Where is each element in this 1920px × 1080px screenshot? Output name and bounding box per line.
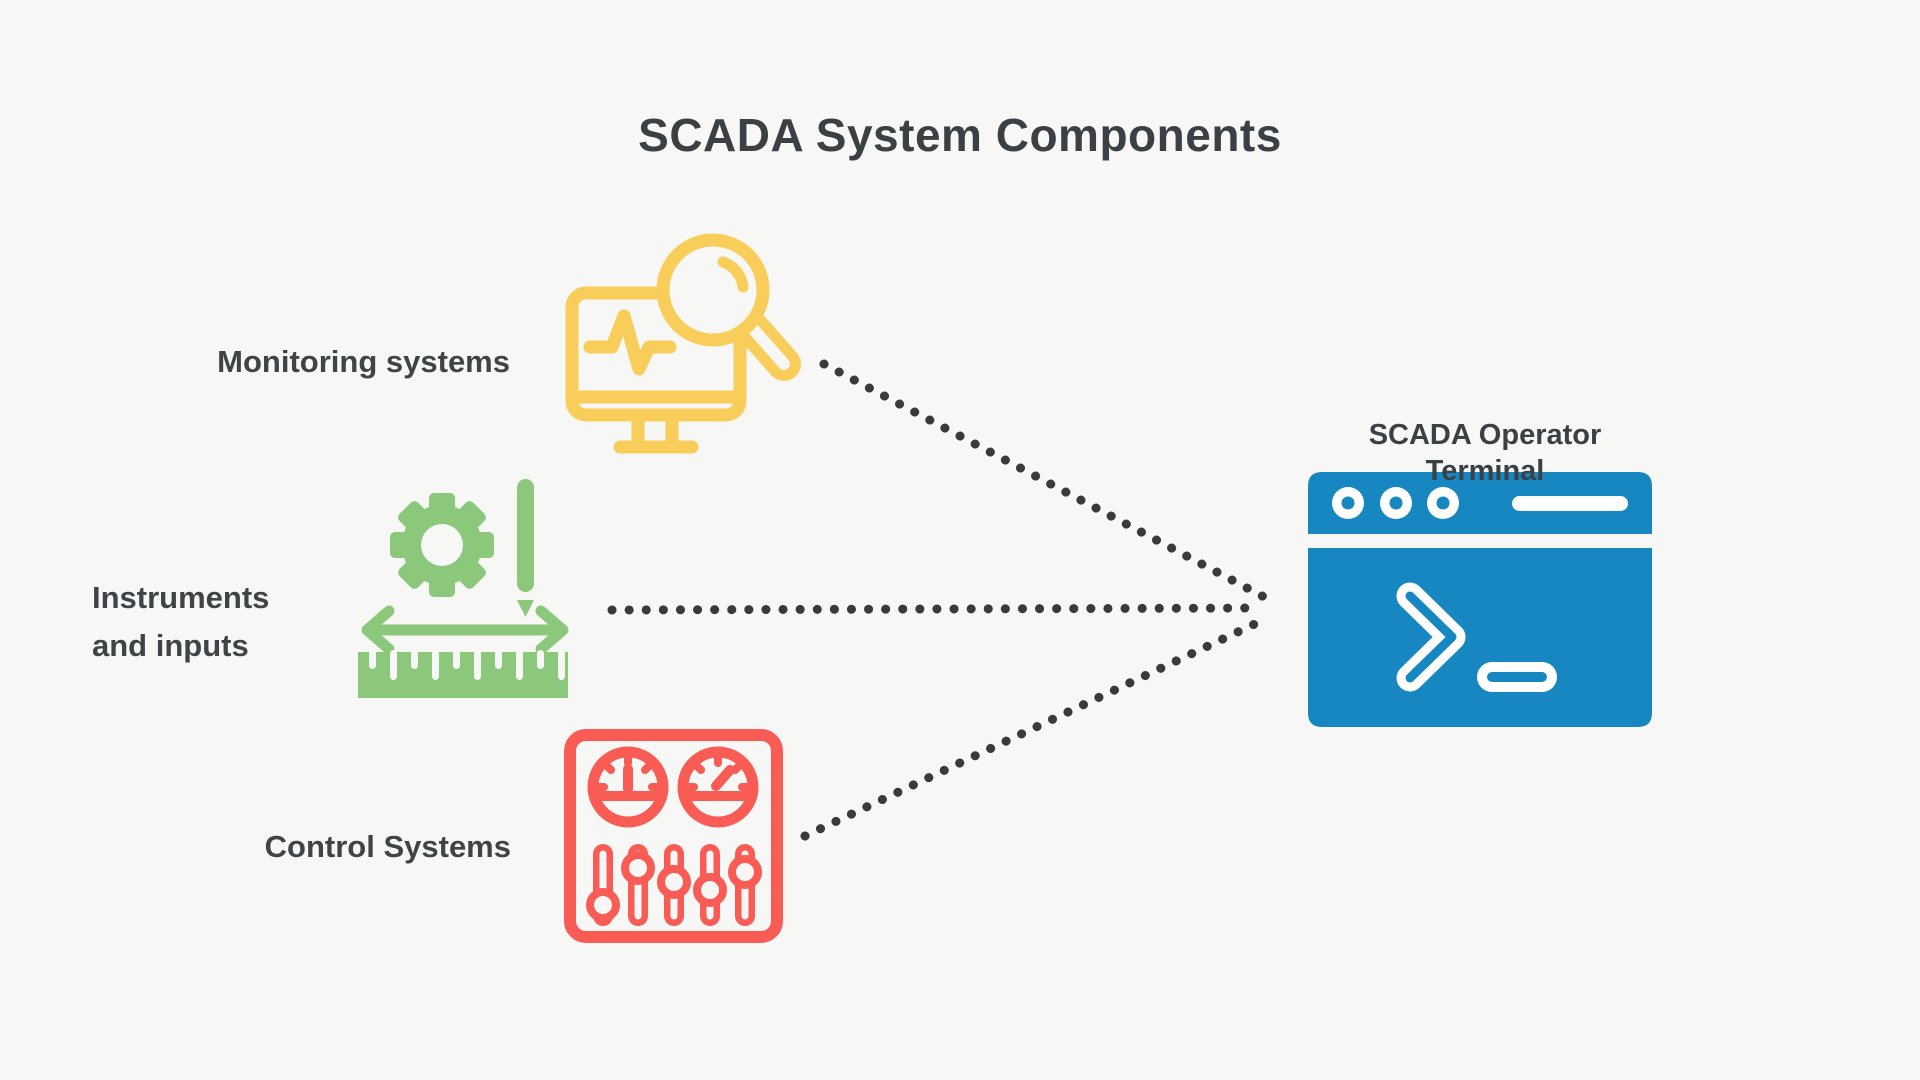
page-title: SCADA System Components (638, 109, 1282, 161)
connector-lines (607, 359, 1269, 841)
gauge-right (677, 746, 759, 828)
ruler (358, 650, 568, 698)
gear (390, 493, 494, 597)
monitoring-systems-label: Monitoring systems (217, 344, 510, 379)
arrowhead-right (535, 605, 569, 655)
gauge-left-ticks (593, 752, 663, 791)
sliders (586, 844, 762, 926)
instruments-inputs-label: Instruments and inputs (92, 580, 270, 663)
control-panel-icon (564, 729, 783, 943)
magnifier-handle-core (748, 324, 790, 370)
connector-control-to-terminal (800, 616, 1266, 841)
connector-instruments-to-terminal (607, 603, 1262, 615)
scada-operator-terminal-label: SCADA Operator Terminal (1368, 419, 1602, 487)
monitor-with-magnifier-icon (565, 233, 801, 454)
slider-knob-1 (586, 888, 620, 922)
gear-pencil-ruler-icon (358, 479, 569, 698)
gauge-left (587, 746, 669, 828)
prompt-chevron (1396, 582, 1466, 692)
control-systems-label: Control Systems (264, 829, 511, 864)
monitor-screen (565, 286, 747, 422)
terminal-window-icon (1308, 472, 1652, 727)
magnifier-lens (656, 233, 770, 347)
measure-arrow (361, 605, 569, 655)
ruler-ticks (369, 650, 565, 680)
slider-knob-3 (657, 865, 691, 899)
titlebar-dash (1512, 496, 1628, 511)
gauge-right-ticks (683, 752, 753, 791)
pencil (517, 479, 534, 617)
pencil-tip (517, 600, 534, 617)
slider-knob-2 (621, 851, 655, 885)
magnifier-lens-highlight (717, 256, 749, 293)
window-buttons (1332, 487, 1459, 519)
pencil-body (517, 479, 534, 592)
arrowhead-left (361, 605, 395, 655)
pulse-line (583, 309, 677, 376)
terminal-body (1308, 548, 1652, 727)
gear-hole (421, 524, 463, 566)
slider-knob-5 (728, 855, 762, 889)
gauge-right-needle (711, 765, 735, 791)
panel-frame (564, 729, 783, 943)
connector-monitoring-to-terminal (819, 359, 1269, 602)
slider-knob-4 (693, 873, 727, 907)
ruler-body (358, 652, 568, 698)
